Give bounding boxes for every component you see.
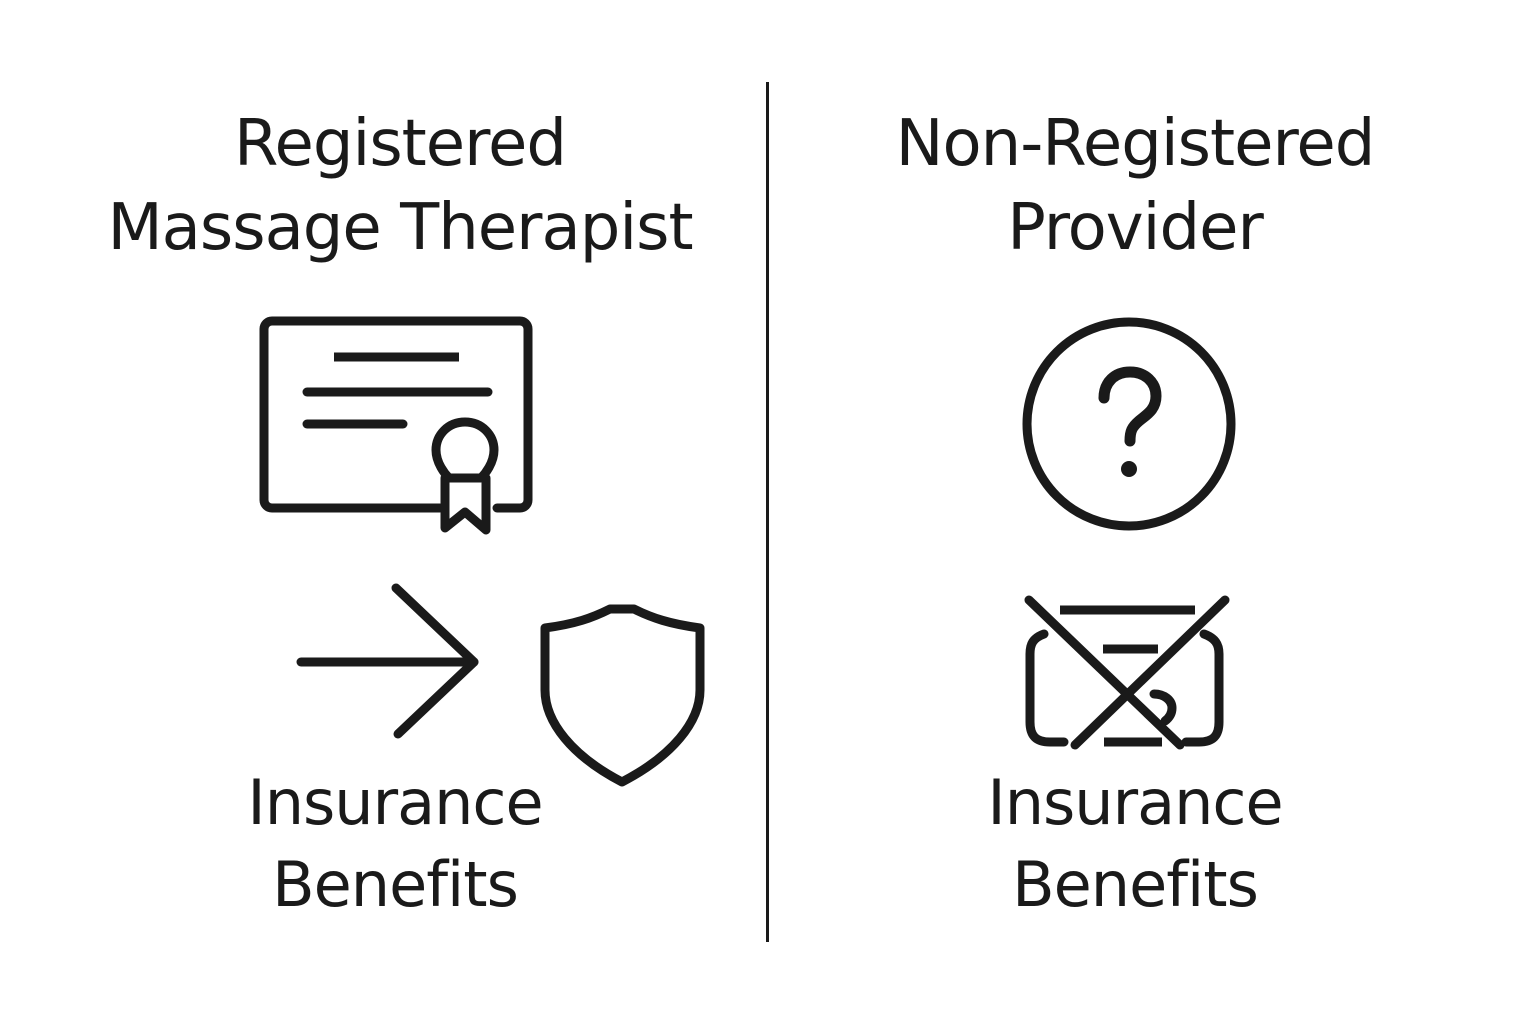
crossed-out-card-icon [1024, 595, 1230, 750]
right-title: Non-Registered Provider [775, 102, 1495, 270]
right-label-line2: Benefits [1012, 848, 1259, 921]
left-title-line2: Massage Therapist [107, 191, 693, 265]
right-insurance-label: Insurance Benefits [935, 762, 1335, 926]
column-divider [766, 82, 769, 942]
arrow-right-icon [296, 583, 479, 739]
question-circle-icon [1022, 317, 1236, 531]
left-title-line1: Registered [233, 107, 567, 181]
left-label-line1: Insurance [247, 766, 543, 839]
left-insurance-label: Insurance Benefits [195, 762, 595, 926]
certificate-icon [259, 316, 533, 535]
left-title: Registered Massage Therapist [40, 102, 760, 270]
left-label-line2: Benefits [272, 848, 519, 921]
right-label-line1: Insurance [987, 766, 1283, 839]
shield-icon [540, 604, 705, 787]
right-title-line1: Non-Registered [895, 107, 1376, 181]
right-title-line2: Provider [1007, 191, 1264, 265]
